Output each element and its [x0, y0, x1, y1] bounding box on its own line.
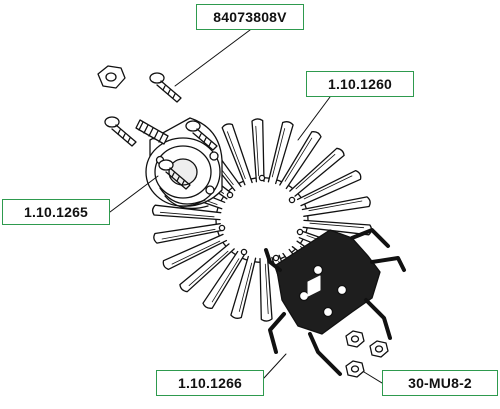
heatsink-fin-edge	[226, 131, 246, 180]
heatsink-fin-edge	[271, 128, 286, 178]
heatsink-fin-edge	[211, 258, 240, 303]
bracket-part-label: 1.10.1266	[156, 370, 264, 396]
heatsink-fin-edge	[295, 153, 336, 190]
screw	[185, 120, 218, 151]
heatsink-hole	[258, 174, 266, 182]
heatsink-fin-edge	[255, 125, 260, 177]
screws	[104, 72, 218, 190]
heatsink-fin-edge	[161, 228, 216, 240]
leader-lines	[109, 29, 383, 384]
regulator-part-label: 1.10.1265	[2, 199, 110, 225]
regulator-body	[145, 117, 223, 210]
heatsink-fin	[153, 223, 223, 244]
nut	[345, 330, 365, 348]
threaded-stud	[135, 119, 169, 145]
heatsink-fin-edge	[308, 200, 363, 212]
heatsink-fin-edge	[303, 175, 353, 200]
nut	[369, 340, 389, 358]
screw	[149, 72, 182, 103]
screw	[104, 116, 137, 147]
heatsink-fin	[301, 196, 371, 217]
nuts	[345, 330, 389, 378]
heatsink-hole	[272, 254, 280, 262]
nut	[345, 360, 365, 378]
screw-part-label: 84073808V	[196, 4, 304, 30]
nut-part-label: 30-MU8-2	[382, 370, 498, 396]
bracket	[264, 228, 406, 376]
heatsink-fin	[279, 131, 322, 190]
heatsink-fin-edge	[171, 240, 221, 265]
heatsink-hole	[288, 196, 296, 204]
heatsink-hole	[226, 191, 234, 199]
screw	[158, 159, 191, 190]
heatsink-fin-edge	[188, 250, 229, 287]
heatsink-hole	[296, 228, 304, 236]
heatsink-fin-edge	[309, 222, 365, 229]
heatsink-fin-edge	[264, 263, 269, 315]
heatsink-fin-edge	[159, 211, 215, 218]
heatsink-fin	[221, 123, 253, 186]
heatsink-fin	[259, 257, 273, 322]
hex-nut	[97, 65, 126, 89]
heatsink-fin	[289, 147, 345, 197]
heatsink-fin	[179, 243, 235, 293]
heatsink-fin-edge	[238, 262, 253, 312]
heatsink-hole	[218, 224, 226, 232]
heatsink-fin	[251, 118, 265, 183]
heatsink-fin-edge	[284, 137, 313, 182]
heatsink-fin	[202, 250, 245, 309]
heatsink-hole	[240, 248, 248, 256]
heatsink-part-label: 1.10.1260	[306, 71, 414, 97]
